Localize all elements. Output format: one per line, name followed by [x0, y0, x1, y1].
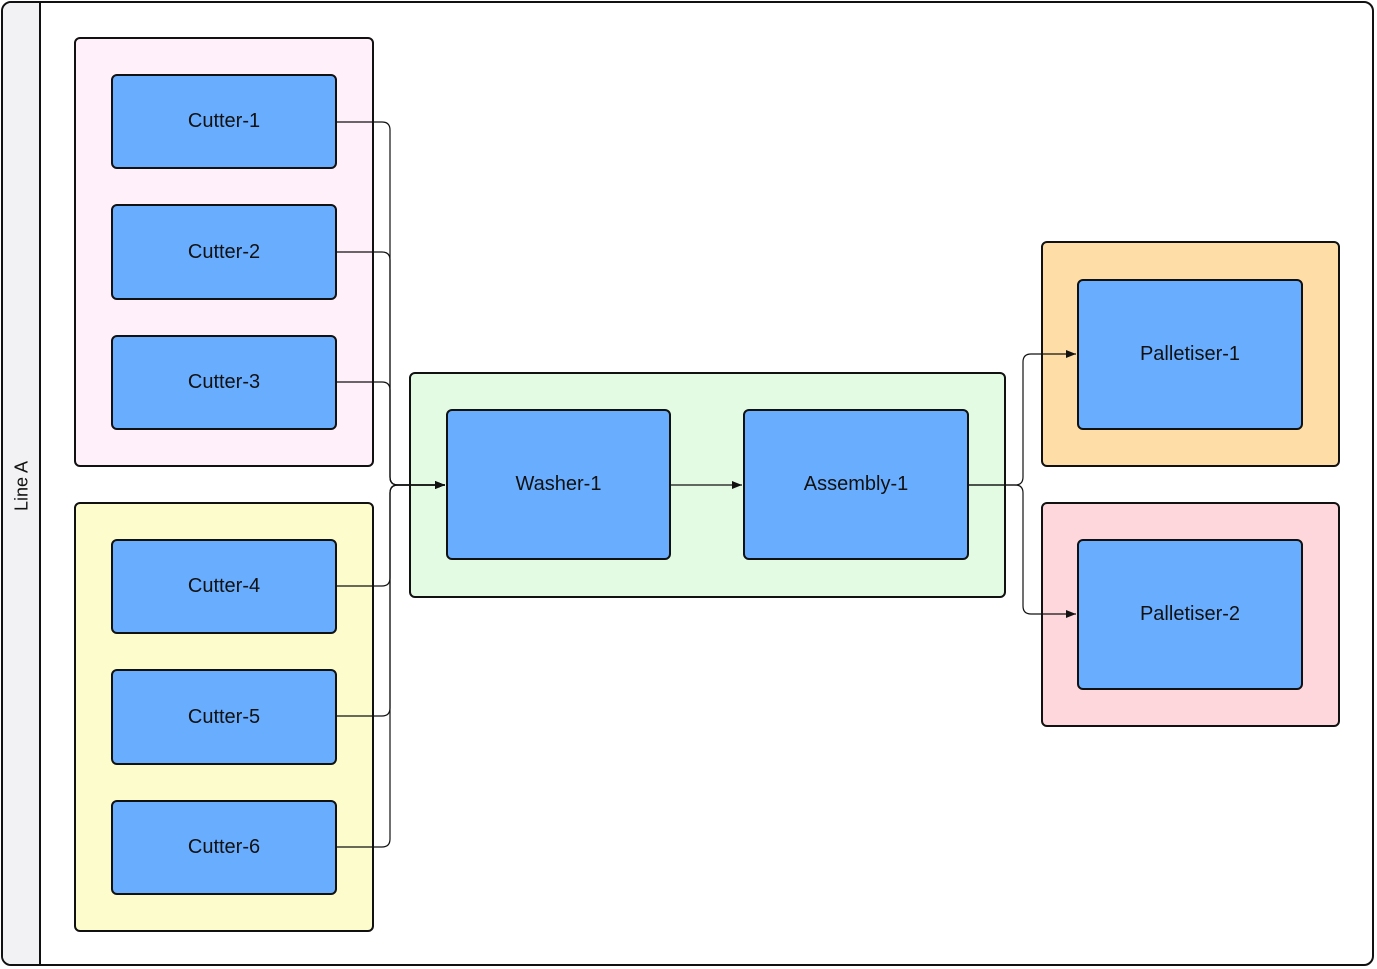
node-cutter-6[interactable]: Cutter-6	[111, 800, 337, 895]
node-washer-1[interactable]: Washer-1	[446, 409, 671, 560]
node-cutter-4[interactable]: Cutter-4	[111, 539, 337, 634]
lane-title: Line A	[11, 460, 32, 512]
node-cutter-2[interactable]: Cutter-2	[111, 204, 337, 300]
node-cutter-3[interactable]: Cutter-3	[111, 335, 337, 430]
node-palletiser-2[interactable]: Palletiser-2	[1077, 539, 1303, 690]
node-assembly-1[interactable]: Assembly-1	[743, 409, 969, 560]
node-palletiser-1[interactable]: Palletiser-1	[1077, 279, 1303, 430]
lane-header: Line A	[3, 3, 41, 964]
node-cutter-1[interactable]: Cutter-1	[111, 74, 337, 169]
node-cutter-5[interactable]: Cutter-5	[111, 669, 337, 765]
